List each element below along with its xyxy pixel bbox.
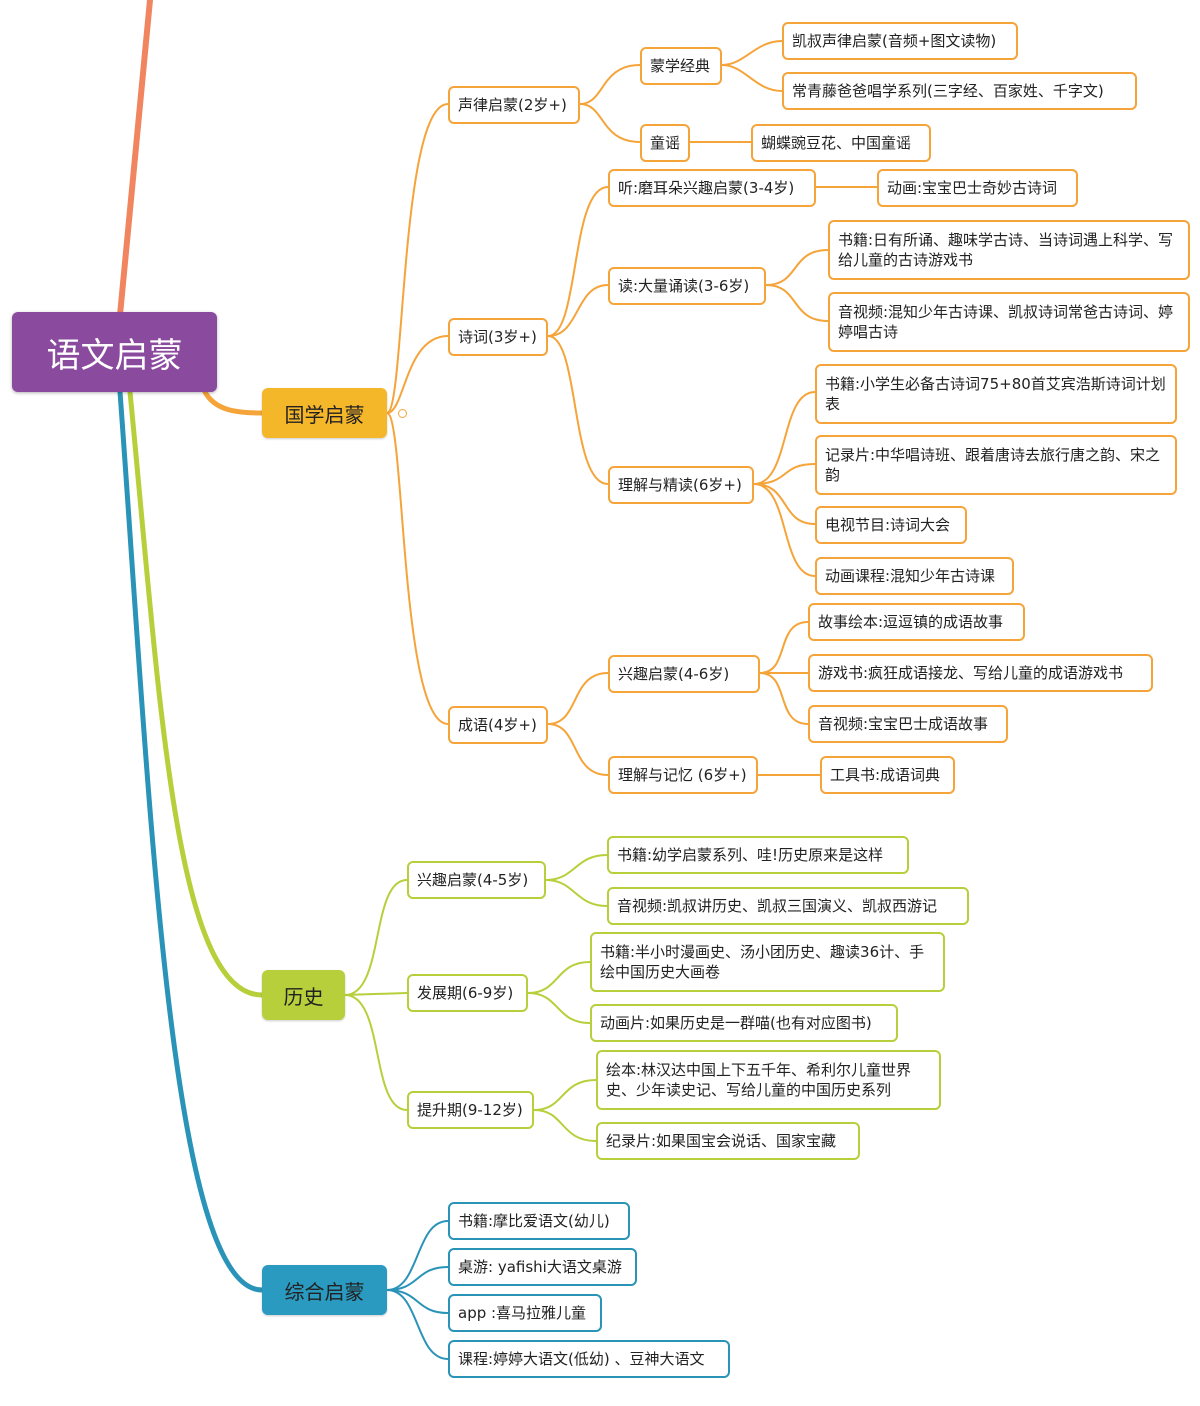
leaf-item[interactable]: 动画片:如果历史是一群喵(也有对应图书) <box>590 1004 898 1042</box>
leaf-item[interactable]: 常青藤爸爸唱学系列(三字经、百家姓、千字文) <box>782 72 1137 110</box>
node-lishi-tisheng[interactable]: 提升期(9-12岁) <box>407 1091 534 1129</box>
leaf-item[interactable]: 动画:宝宝巴士奇妙古诗词 <box>877 169 1078 207</box>
node-ting[interactable]: 听:磨耳朵兴趣启蒙(3-4岁) <box>608 169 816 207</box>
leaf-item[interactable]: 故事绘本:逗逗镇的成语故事 <box>808 603 1025 641</box>
leaf-item[interactable]: 桌游: yafishi大语文桌游 <box>448 1248 637 1286</box>
leaf-item[interactable]: 书籍:小学生必备古诗词75+80首艾宾浩斯诗词计划表 <box>815 364 1177 424</box>
leaf-item[interactable]: 书籍:摩比爱语文(幼儿) <box>448 1202 630 1240</box>
node-shici[interactable]: 诗词(3岁+) <box>448 318 548 356</box>
node-tongyao[interactable]: 童谣 <box>640 124 690 162</box>
leaf-item[interactable]: 记录片:中华唱诗班、跟着唐诗去旅行唐之韵、宋之韵 <box>815 435 1177 495</box>
leaf-item[interactable]: 动画课程:混知少年古诗课 <box>815 557 1014 595</box>
leaf-item[interactable]: 游戏书:疯狂成语接龙、写给儿童的成语游戏书 <box>808 654 1153 692</box>
node-chengyu-xingqu[interactable]: 兴趣启蒙(4-6岁) <box>608 655 760 693</box>
leaf-item[interactable]: 课程:婷婷大语文(低幼) 、豆神大语文 <box>448 1340 730 1378</box>
topic-guoxue[interactable]: 国学启蒙 <box>262 388 387 438</box>
node-du[interactable]: 读:大量诵读(3-6岁) <box>608 267 766 305</box>
leaf-item[interactable]: 音视频:凯叔讲历史、凯叔三国演义、凯叔西游记 <box>607 887 969 925</box>
node-mengxue[interactable]: 蒙学经典 <box>640 47 722 85</box>
root-topic[interactable]: 语文启蒙 <box>12 312 217 392</box>
topic-zonghe[interactable]: 综合启蒙 <box>262 1265 387 1315</box>
leaf-item[interactable]: 纪录片:如果国宝会说话、国家宝藏 <box>596 1122 860 1160</box>
node-chengyu[interactable]: 成语(4岁+) <box>448 706 548 744</box>
leaf-item[interactable]: 音视频:混知少年古诗课、凯叔诗词常爸古诗词、婷婷唱古诗 <box>828 292 1190 352</box>
leaf-item[interactable]: 音视频:宝宝巴士成语故事 <box>808 705 1008 743</box>
leaf-item[interactable]: 蝴蝶豌豆花、中国童谣 <box>751 124 931 162</box>
leaf-item[interactable]: 绘本:林汉达中国上下五千年、希利尔儿童世界史、少年读史记、写给儿童的中国历史系列 <box>596 1050 941 1110</box>
leaf-item[interactable]: 书籍:半小时漫画史、汤小团历史、趣读36计、手绘中国历史大画卷 <box>590 932 945 992</box>
node-shenglv[interactable]: 声律启蒙(2岁+) <box>448 86 580 124</box>
node-chengyu-jiyi[interactable]: 理解与记忆 (6岁+) <box>608 756 758 794</box>
leaf-item[interactable]: 电视节目:诗词大会 <box>815 506 967 544</box>
topic-lishi[interactable]: 历史 <box>262 970 345 1020</box>
leaf-item[interactable]: 书籍:日有所诵、趣味学古诗、当诗词遇上科学、写给儿童的古诗游戏书 <box>828 220 1190 280</box>
node-lishi-fazhan[interactable]: 发展期(6-9岁) <box>407 974 528 1012</box>
leaf-item[interactable]: 书籍:幼学启蒙系列、哇!历史原来是这样 <box>607 836 909 874</box>
leaf-item[interactable]: 凯叔声律启蒙(音频+图文读物) <box>782 22 1018 60</box>
node-lishi-xingqu[interactable]: 兴趣启蒙(4-5岁) <box>407 861 546 899</box>
node-lijie[interactable]: 理解与精读(6岁+) <box>608 466 754 504</box>
collapse-toggle[interactable] <box>398 409 407 418</box>
leaf-item[interactable]: 工具书:成语词典 <box>820 756 955 794</box>
leaf-item[interactable]: app :喜马拉雅儿童 <box>448 1294 602 1332</box>
